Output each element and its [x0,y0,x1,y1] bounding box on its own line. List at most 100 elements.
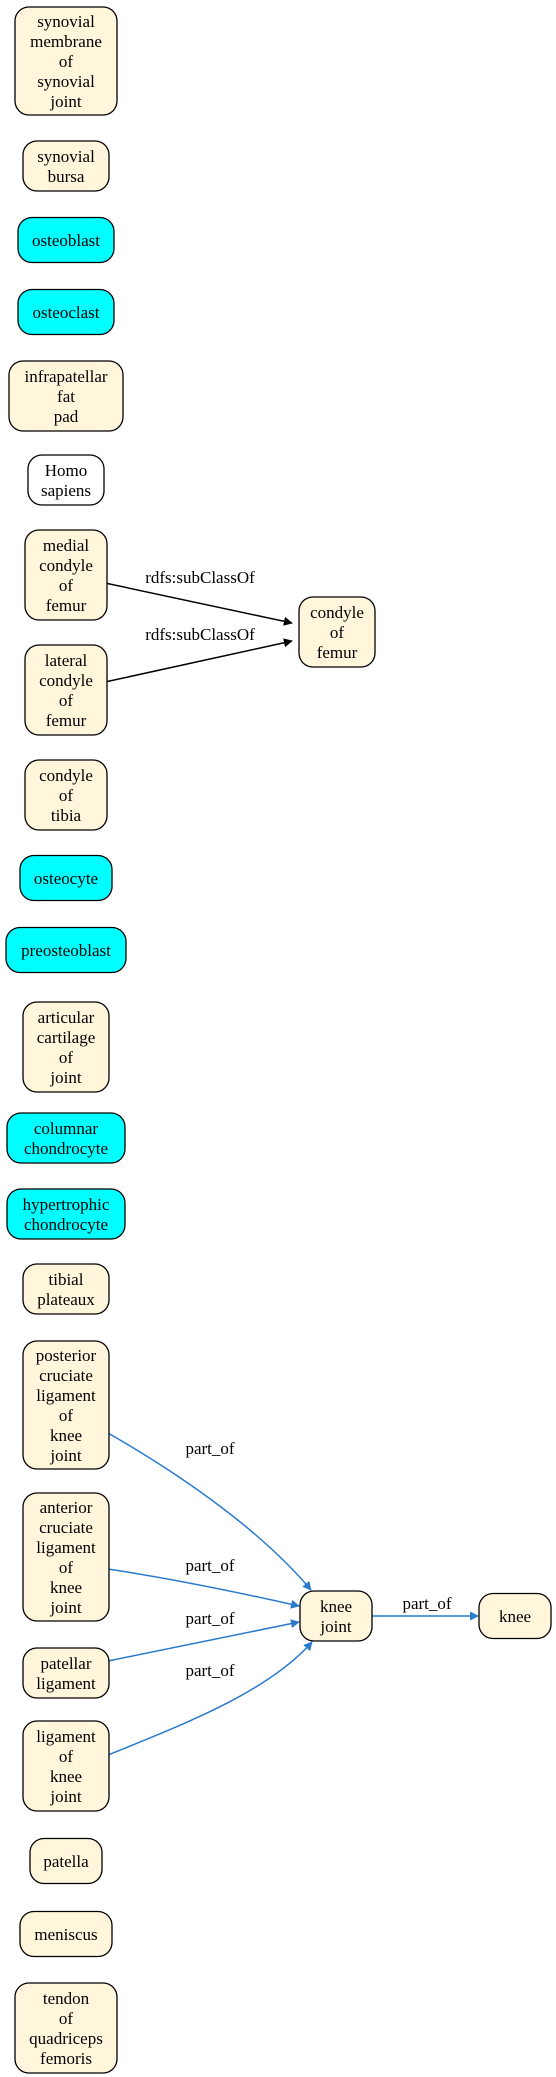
node-box-condyle-of-tibia [24,759,108,831]
node-label-lateral-condyle-of-femur-line-0: lateral [45,651,88,670]
node-box-preosteoblast [5,926,127,974]
node-box-homo-sapiens [27,454,105,506]
node-box-articular-cartilage-of-joint [22,1001,110,1093]
node-label-patellar-ligament-line-0: patellar [41,1654,92,1673]
node-label-articular-cartilage-of-joint-line-0: articular [38,1008,95,1027]
node-label-preosteoblast-line-0: preosteoblast [21,941,111,960]
node-label-medial-condyle-of-femur-line-1: condyle [39,556,93,575]
node-knee[interactable]: knee [478,1592,552,1640]
node-label-posterior-cruciate-ligament-line-4: knee [50,1426,82,1445]
node-label-lateral-condyle-of-femur-line-2: of [59,691,74,710]
node-label-medial-condyle-of-femur-line-2: of [59,576,74,595]
edge-pcl-to-knee-joint [107,1432,312,1591]
edge-lateral-to-condyle [104,638,293,683]
node-label-knee-joint-line-1: joint [319,1617,351,1636]
node-patella[interactable]: patella [29,1837,103,1885]
node-label-patellar-ligament-line-1: ligament [36,1674,96,1693]
node-label-posterior-cruciate-ligament-line-2: ligament [36,1386,96,1405]
node-label-posterior-cruciate-ligament-line-3: of [59,1406,74,1425]
edge-patellar-to-knee-joint [107,1619,300,1662]
node-box-condyle-of-femur [298,596,376,668]
node-box-patella [29,1837,103,1885]
node-osteoclast[interactable]: osteoclast [17,288,115,336]
node-label-anterior-cruciate-ligament-line-2: ligament [36,1538,96,1557]
node-label-posterior-cruciate-ligament-line-1: cruciate [39,1366,93,1385]
node-label-osteoblast-line-0: osteoblast [32,231,100,250]
node-box-meniscus [19,1910,113,1958]
node-box-medial-condyle-of-femur [24,529,108,621]
node-label-osteoclast-line-0: osteoclast [32,303,99,322]
node-meniscus[interactable]: meniscus [19,1910,113,1958]
node-osteoblast[interactable]: osteoblast [17,216,115,264]
node-label-posterior-cruciate-ligament-line-0: posterior [36,1346,97,1365]
edge-label-knee-joint-to-knee: part_of [402,1594,451,1613]
node-box-tibial-plateaux [22,1263,110,1315]
node-box-osteocyte [19,854,113,902]
node-label-synovial-membrane-line-3: synovial [37,72,95,91]
node-box-posterior-cruciate-ligament [22,1340,110,1470]
node-label-anterior-cruciate-ligament-line-0: anterior [40,1498,93,1517]
node-label-medial-condyle-of-femur-line-0: medial [43,536,90,555]
node-box-synovial-membrane [14,6,118,116]
node-label-knee-joint-line-0: knee [320,1597,352,1616]
nodes-layer: synovialmembraneofsynovialjointsynovialb… [5,6,552,2074]
node-box-hypertrophic-chondrocyte [6,1188,126,1240]
node-label-posterior-cruciate-ligament-line-5: joint [49,1446,81,1465]
edge-label-ligament-to-knee-joint: part_of [185,1661,234,1680]
edge-label-patellar-to-knee-joint: part_of [185,1609,234,1628]
node-label-synovial-bursa-line-0: synovial [37,147,95,166]
node-label-tibial-plateaux-line-1: plateaux [37,1290,95,1309]
node-preosteoblast[interactable]: preosteoblast [5,926,127,974]
node-label-ligament-of-knee-joint-line-0: ligament [36,1727,96,1746]
node-label-synovial-membrane-line-1: membrane [30,32,102,51]
node-label-infrapatellar-fat-pad-line-2: pad [54,407,79,426]
node-label-ligament-of-knee-joint-line-1: of [59,1747,74,1766]
node-label-condyle-of-tibia-line-0: condyle [39,766,93,785]
node-label-patella-line-0: patella [43,1852,89,1871]
edge-label-lateral-to-condyle: rdfs:subClassOf [145,625,255,644]
node-label-synovial-membrane-line-4: joint [49,92,81,111]
node-label-synovial-bursa-line-1: bursa [48,167,85,186]
node-label-tibial-plateaux-line-0: tibial [49,1270,84,1289]
node-label-articular-cartilage-of-joint-line-2: of [59,1048,74,1067]
node-label-hypertrophic-chondrocyte-line-1: chondrocyte [24,1215,108,1234]
node-label-condyle-of-femur-line-2: femur [317,643,358,662]
node-box-anterior-cruciate-ligament [22,1492,110,1622]
node-box-lateral-condyle-of-femur [24,644,108,736]
node-label-anterior-cruciate-ligament-line-5: joint [49,1598,81,1617]
node-osteocyte[interactable]: osteocyte [19,854,113,902]
node-label-tendon-of-quadriceps-femoris-line-3: femoris [40,2049,92,2068]
node-label-condyle-of-femur-line-1: of [330,623,345,642]
node-box-synovial-bursa [22,140,110,192]
node-label-tendon-of-quadriceps-femoris-line-0: tendon [43,1989,90,2008]
node-label-infrapatellar-fat-pad-line-1: fat [57,387,75,406]
node-box-columnar-chondrocyte [6,1112,126,1164]
node-label-knee-line-0: knee [499,1607,531,1626]
edge-label-acl-to-knee-joint: part_of [185,1556,234,1575]
edges-layer: rdfs:subClassOfrdfs:subClassOfpart_ofpar… [104,568,479,1756]
node-label-anterior-cruciate-ligament-line-4: knee [50,1578,82,1597]
node-label-infrapatellar-fat-pad-line-0: infrapatellar [24,367,107,386]
node-box-ligament-of-knee-joint [22,1720,110,1812]
node-label-ligament-of-knee-joint-line-3: joint [49,1787,81,1806]
node-box-patellar-ligament [22,1647,110,1699]
node-box-infrapatellar-fat-pad [8,360,124,432]
